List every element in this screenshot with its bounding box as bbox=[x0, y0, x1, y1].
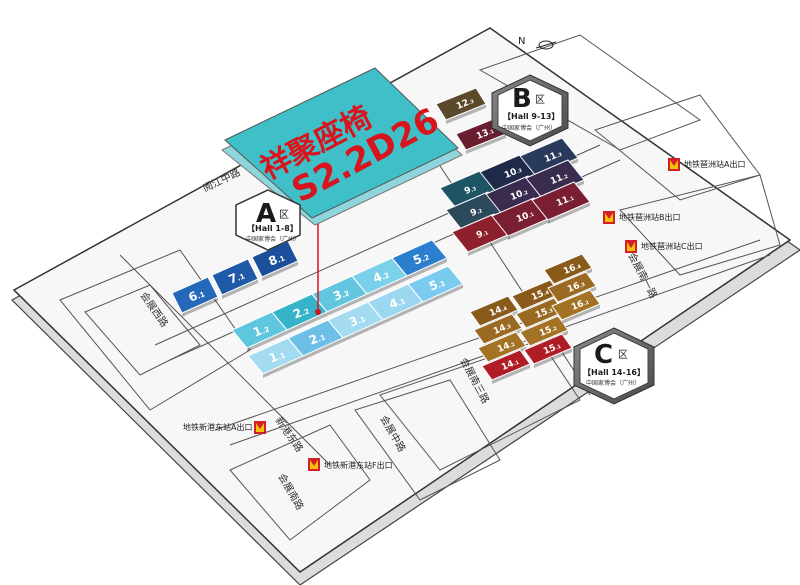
hall-side bbox=[262, 261, 298, 281]
hall-6-1[interactable]: 6.1 bbox=[171, 276, 219, 317]
zone-marker-b[interactable]: B 区 【Hall 9-13】 中国家博会（广州） bbox=[491, 74, 569, 147]
hall-side bbox=[222, 279, 258, 299]
metro-label: 地铁琶洲站B出口 bbox=[619, 212, 681, 222]
hall-side bbox=[492, 364, 530, 384]
hall-roof bbox=[211, 258, 259, 296]
metro-icon bbox=[603, 211, 615, 224]
hall-side bbox=[383, 302, 423, 324]
metro-pazhou-b[interactable]: 地铁琶洲站B出口 bbox=[603, 211, 681, 224]
hall-side bbox=[562, 304, 600, 324]
hall-roof bbox=[525, 159, 585, 199]
zone-c-letter: C bbox=[594, 340, 613, 370]
metro-pazhou-c[interactable]: 地铁琶洲站C出口 bbox=[625, 240, 703, 253]
compass: N bbox=[518, 36, 557, 50]
hall-roof bbox=[543, 253, 593, 285]
hall-12-3[interactable]: 12.3 bbox=[435, 87, 487, 124]
zone-marker-a[interactable]: A 区 【Hall 1-8】 中国家博会（广州） bbox=[235, 189, 301, 251]
hall-side bbox=[407, 258, 447, 280]
hall-14-1[interactable]: 14.1 bbox=[481, 349, 531, 384]
compass-label: N bbox=[518, 36, 525, 47]
zone-b-letter: B bbox=[512, 84, 532, 114]
hall-side bbox=[343, 320, 383, 342]
metro-icon bbox=[625, 240, 637, 253]
hall-5-1[interactable]: 5.1 bbox=[407, 265, 464, 306]
hall-side bbox=[303, 338, 343, 360]
hall-3-2[interactable]: 3.2 bbox=[311, 275, 368, 316]
hall-roof bbox=[481, 349, 531, 381]
zone-a-qu: 区 bbox=[279, 209, 289, 221]
metro-label: 地铁新港东站A出口 bbox=[183, 422, 252, 432]
hall-side bbox=[548, 202, 590, 224]
hall-10-1[interactable]: 10.1 bbox=[491, 197, 551, 240]
hall-roof bbox=[435, 87, 487, 121]
zone-a-letter: A bbox=[256, 199, 276, 229]
hall-side bbox=[287, 312, 327, 334]
hall-4-2[interactable]: 4.2 bbox=[351, 257, 408, 298]
metro-label: 地铁琶洲站A出口 bbox=[684, 159, 745, 169]
hall-roof bbox=[519, 137, 579, 177]
zone-marker-c[interactable]: C 区 【Hall 14-16】 中国家博会（广州） bbox=[573, 327, 655, 405]
hall-roof bbox=[531, 181, 591, 221]
hall-2-2[interactable]: 2.2 bbox=[271, 293, 328, 334]
zone-a-range: 【Hall 1-8】 bbox=[247, 223, 298, 233]
hall-roof bbox=[551, 289, 601, 321]
hall-2-1[interactable]: 2.1 bbox=[287, 319, 344, 360]
hall-side bbox=[423, 284, 463, 306]
hall-side bbox=[466, 134, 506, 154]
hall-side bbox=[182, 297, 218, 317]
hall-5-2[interactable]: 5.2 bbox=[391, 239, 448, 280]
hall-side bbox=[534, 348, 572, 368]
zone-c-qu: 区 bbox=[618, 349, 628, 361]
hall-roof bbox=[469, 295, 519, 327]
metro-pazhou-a[interactable]: 地铁琶洲站A出口 bbox=[668, 158, 745, 171]
hall-roof bbox=[547, 271, 597, 303]
zone-b-desc: 中国家博会（广州） bbox=[502, 124, 556, 132]
zone-c-range: 【Hall 14-16】 bbox=[583, 367, 645, 377]
hall-side bbox=[327, 294, 367, 316]
hall-roof bbox=[407, 265, 464, 303]
zone-a-desc: 中国家博会（广州） bbox=[246, 235, 300, 243]
hall-4-1[interactable]: 4.1 bbox=[367, 283, 424, 324]
hall-roof bbox=[473, 313, 523, 345]
metro-label: 地铁新港东站F出口 bbox=[324, 460, 393, 470]
halls-layer: 1.21.12.22.13.23.14.24.15.25.16.17.18.19… bbox=[171, 87, 601, 384]
metro-icon bbox=[308, 458, 320, 471]
hall-15-1[interactable]: 15.1 bbox=[523, 333, 573, 368]
hall-1-2[interactable]: 1.2 bbox=[231, 311, 288, 352]
hall-16-2[interactable]: 16.2 bbox=[551, 289, 601, 324]
metro-label: 地铁琶洲站C出口 bbox=[641, 241, 703, 251]
hall-roof bbox=[171, 276, 219, 314]
hall-roof bbox=[477, 331, 527, 363]
hall-side bbox=[367, 276, 407, 298]
metro-icon bbox=[668, 158, 680, 171]
zone-b-qu: 区 bbox=[535, 94, 545, 106]
hall-roof bbox=[519, 315, 569, 347]
metro-xingang-a[interactable]: 地铁新港东站A出口 bbox=[183, 421, 266, 434]
hall-side bbox=[508, 218, 550, 240]
zone-c-desc: 中国家博会（广州） bbox=[586, 379, 640, 387]
hall-side bbox=[247, 330, 287, 352]
hall-3-1[interactable]: 3.1 bbox=[327, 301, 384, 342]
zone-b-range: 【Hall 9-13】 bbox=[503, 111, 559, 121]
hall-side bbox=[446, 104, 486, 124]
hall-7-1[interactable]: 7.1 bbox=[211, 258, 259, 299]
hall-roof bbox=[523, 333, 573, 365]
hall-roof bbox=[391, 239, 448, 277]
hall-1-1[interactable]: 1.1 bbox=[247, 337, 304, 378]
metro-icon bbox=[254, 421, 266, 434]
hall-side bbox=[468, 234, 510, 256]
hall-11-1[interactable]: 11.1 bbox=[531, 181, 591, 224]
compass-icon bbox=[538, 40, 554, 50]
metro-xingang-f[interactable]: 地铁新港东站F出口 bbox=[308, 458, 393, 471]
hall-side bbox=[263, 356, 303, 378]
